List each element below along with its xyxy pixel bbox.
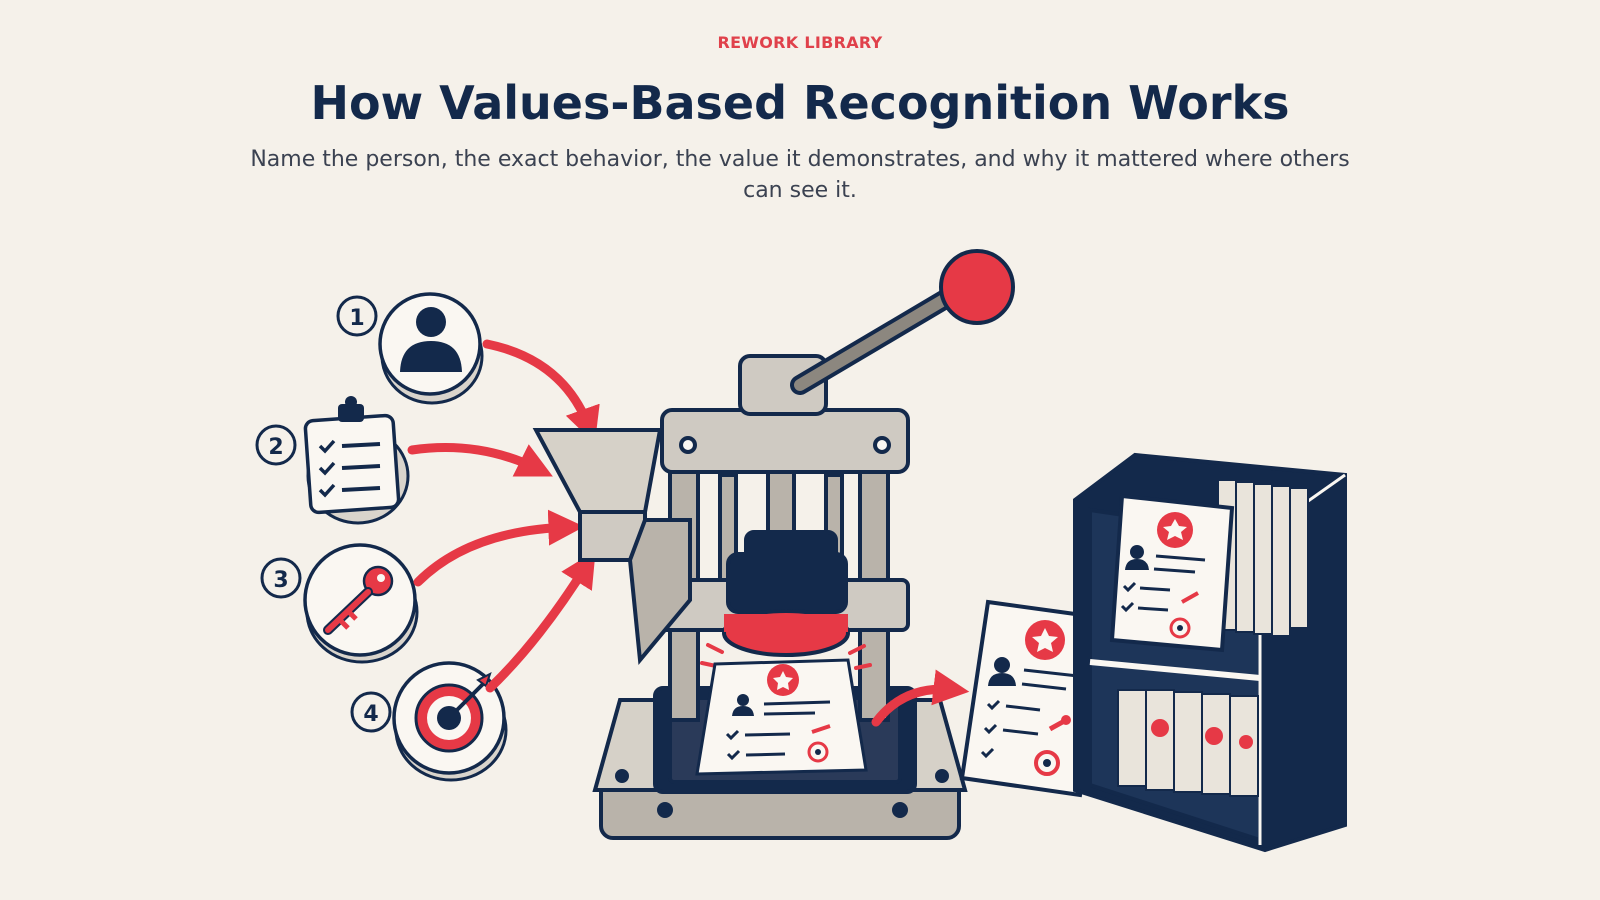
archived-card	[1120, 512, 1206, 639]
lower-shelf-cards	[1117, 689, 1259, 797]
output-arrow	[871, 669, 970, 727]
step-number-badge	[255, 424, 297, 466]
arrow-step-1	[482, 339, 600, 444]
step-number: 2	[268, 435, 283, 460]
step-1: 1	[336, 292, 484, 405]
step-3: 3	[260, 543, 419, 664]
person-icon	[400, 307, 462, 372]
step-2: 2	[255, 396, 410, 525]
arrow-step-3	[413, 509, 585, 587]
arrow-step-2	[407, 443, 553, 477]
recognition-card-output	[959, 599, 1107, 798]
step-number: 4	[363, 702, 378, 727]
key-icon	[323, 565, 394, 635]
page-title: How Values-Based Recognition Works	[310, 76, 1290, 130]
step-number-badge	[260, 557, 302, 599]
step-number: 1	[349, 306, 364, 331]
checklist-clipboard-icon	[303, 396, 401, 515]
step-number: 3	[273, 568, 288, 593]
input-arrows	[407, 339, 600, 693]
step-4: 4	[350, 661, 508, 782]
step-number-badge	[336, 295, 378, 337]
step-number-badge	[350, 691, 392, 733]
page-subtitle: Name the person, the exact behavior, the…	[250, 147, 1350, 203]
kicker-label: REWORK LIBRARY	[717, 33, 883, 52]
target-arrow-icon	[414, 672, 492, 753]
recognition-card-pressed	[695, 658, 868, 776]
arrow-step-4	[485, 550, 596, 693]
